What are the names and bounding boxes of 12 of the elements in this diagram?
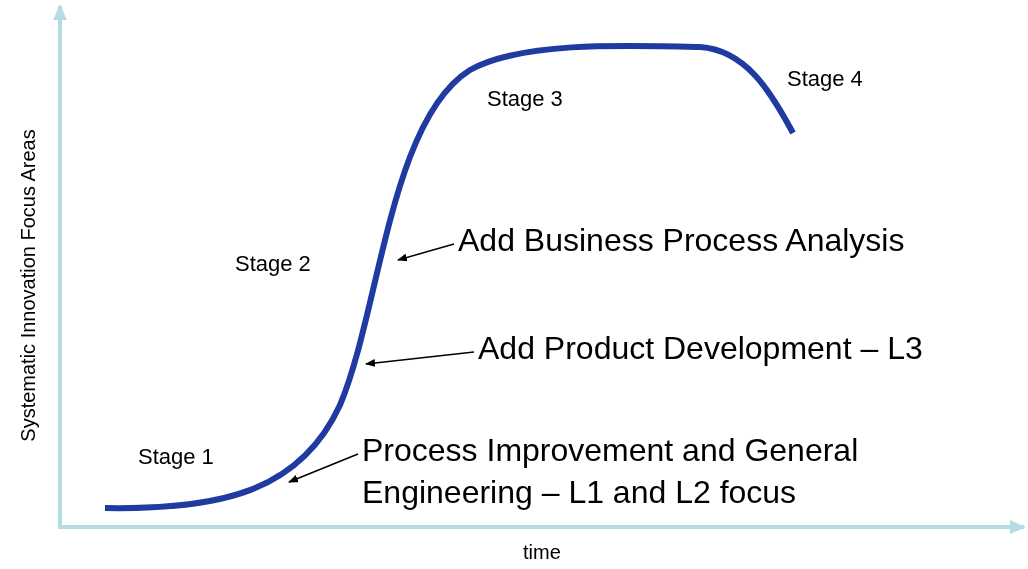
leader-arrow — [288, 453, 359, 483]
annotation-text: Add Business Process Analysis — [458, 220, 1018, 262]
leader-arrow — [365, 351, 475, 367]
annotation-text: Add Product Development – L3 — [478, 328, 1028, 370]
annotation-text: Process Improvement and General Engineering – L1 and L2 focus — [362, 430, 972, 514]
axis-title: Systematic Innovation Focus Areas — [16, 128, 40, 442]
leader-arrow — [397, 243, 455, 262]
axis-title: time — [523, 541, 561, 564]
stage-label: Stage 1 — [138, 444, 214, 470]
stage-label: Stage 4 — [787, 66, 863, 92]
stage-label: Stage 3 — [487, 86, 563, 112]
stage-label: Stage 2 — [235, 251, 311, 277]
